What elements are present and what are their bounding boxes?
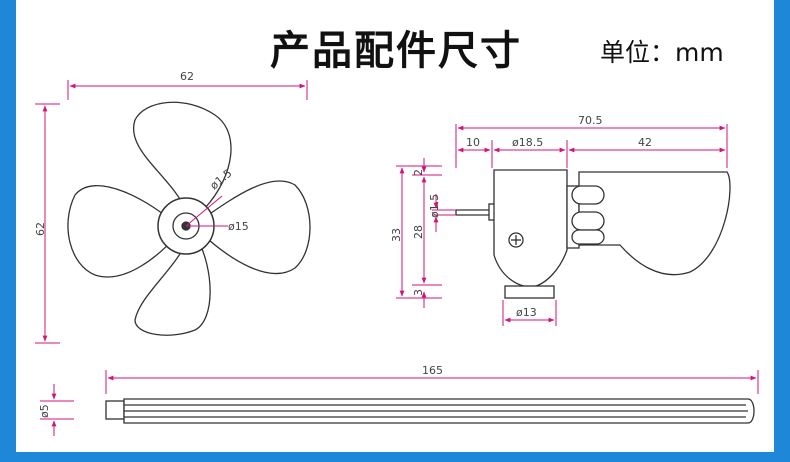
motor-terminal-top: [571, 185, 605, 205]
rod-length-label: 165: [422, 364, 443, 377]
rod-dimensions: [40, 370, 759, 436]
motor-total-length-label: 70.5: [578, 114, 603, 127]
fan-drawing: [67, 101, 311, 336]
fan-hub-label: ø15: [228, 220, 249, 233]
motor-seg-b-label: ø18.5: [512, 136, 543, 149]
fan-dimensions: [35, 80, 308, 344]
page-title: 产品配件尺寸: [270, 27, 522, 74]
fan-blade-left: [67, 185, 181, 278]
motor-body: [493, 169, 568, 288]
fan-blade-bottom: [134, 235, 211, 336]
motor-terminal-low: [571, 229, 605, 245]
rod-diameter-label: ø5: [38, 404, 51, 418]
motor-bottom-gap-label: 3: [412, 289, 425, 296]
fan-blade-top: [132, 101, 232, 211]
motor-base: [504, 285, 555, 299]
motor-shaft-dia-label: ø1.5: [428, 194, 441, 218]
motor-height-28-label: 28: [412, 225, 425, 239]
motor-seg-c-label: 42: [638, 136, 652, 149]
motor-top-gap-label: 2: [412, 169, 425, 176]
rod-drawing: [105, 398, 755, 424]
motor-terminal-mid: [571, 211, 605, 231]
fan-blade-right: [197, 180, 311, 274]
motor-terminal-plate: [578, 171, 731, 276]
motor-seg-a-label: 10: [466, 136, 480, 149]
rod-end-cap: [105, 400, 125, 420]
fan-height-label: 62: [34, 222, 47, 236]
motor-height-33-label: 33: [390, 228, 403, 242]
unit-label: 单位：mm: [600, 38, 724, 67]
motor-base-dia-label: ø13: [516, 306, 537, 319]
motor-dimensions: [396, 124, 728, 326]
fan-width-label: 62: [180, 70, 194, 83]
motor-drawing: [455, 169, 731, 299]
